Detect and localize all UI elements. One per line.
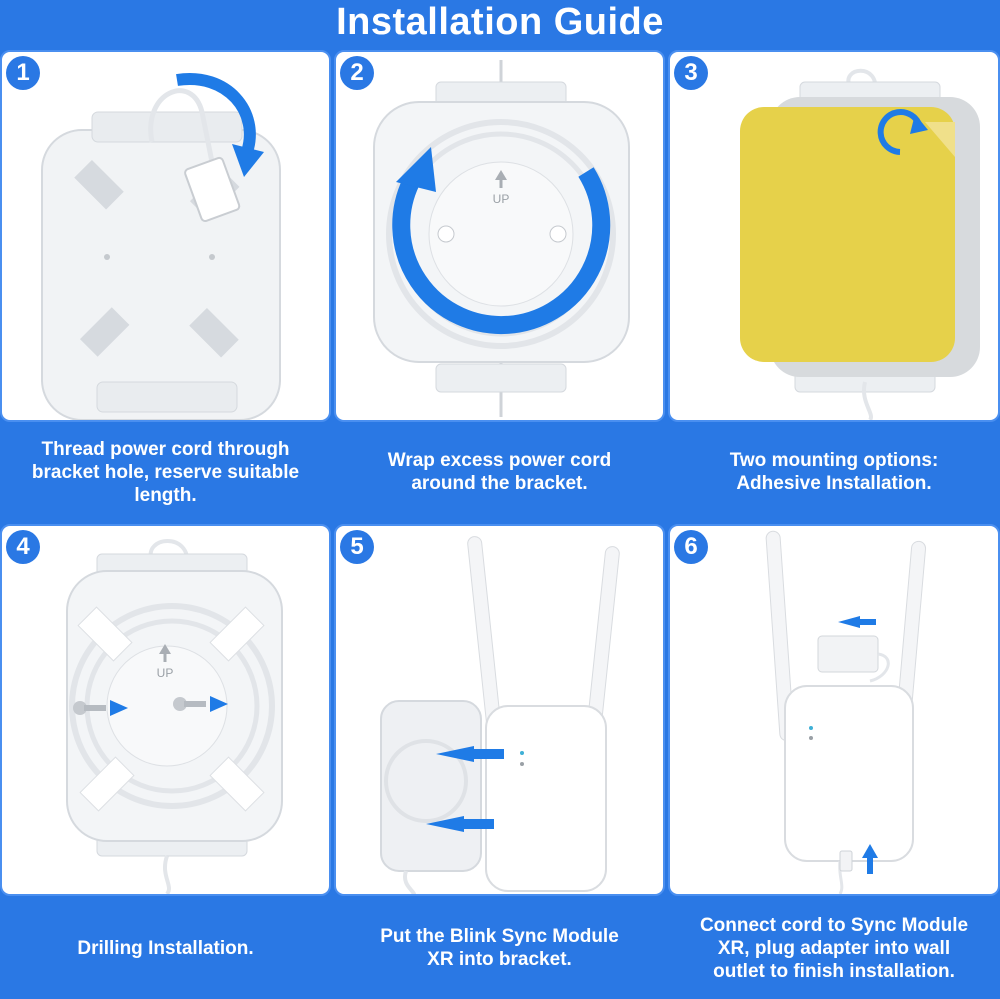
step-2-panel: UP 2 [334,50,665,422]
page-title: Installation Guide [336,1,664,43]
step-3-panel: 3 [668,50,1000,422]
step-5-panel: 5 [334,524,665,896]
connect-cord-illustration [765,530,927,894]
drilling-illustration: UP [66,539,283,894]
step-number-badge: 1 [6,56,40,90]
step-number-badge: 6 [674,530,708,564]
adhesive-illustration [740,68,980,420]
step-number-badge: 3 [674,56,708,90]
step-1-caption: Thread power cord through bracket hole, … [0,426,331,518]
step-3-caption: Two mounting options: Adhesive Installat… [668,426,1000,518]
step-4-caption: Drilling Installation. [0,900,331,996]
step-6-caption: Connect cord to Sync Module XR, plug ada… [668,900,1000,996]
step-5-caption: Put the Blink Sync Module XR into bracke… [334,900,665,996]
up-label: UP [493,192,510,206]
step-number-badge: 2 [340,56,374,90]
bracket-wrap-illustration: UP [373,60,630,417]
sync-module-insert-illustration [380,536,620,894]
step-1-panel: 1 [0,50,331,422]
up-label: UP [157,666,174,680]
step-number-badge: 4 [6,530,40,564]
step-2-caption: Wrap excess power cord around the bracke… [334,426,665,518]
step-number-badge: 5 [340,530,374,564]
bracket-cord-illustration [41,72,281,420]
step-4-panel: UP 4 [0,524,331,896]
step-6-panel: 6 [668,524,1000,896]
